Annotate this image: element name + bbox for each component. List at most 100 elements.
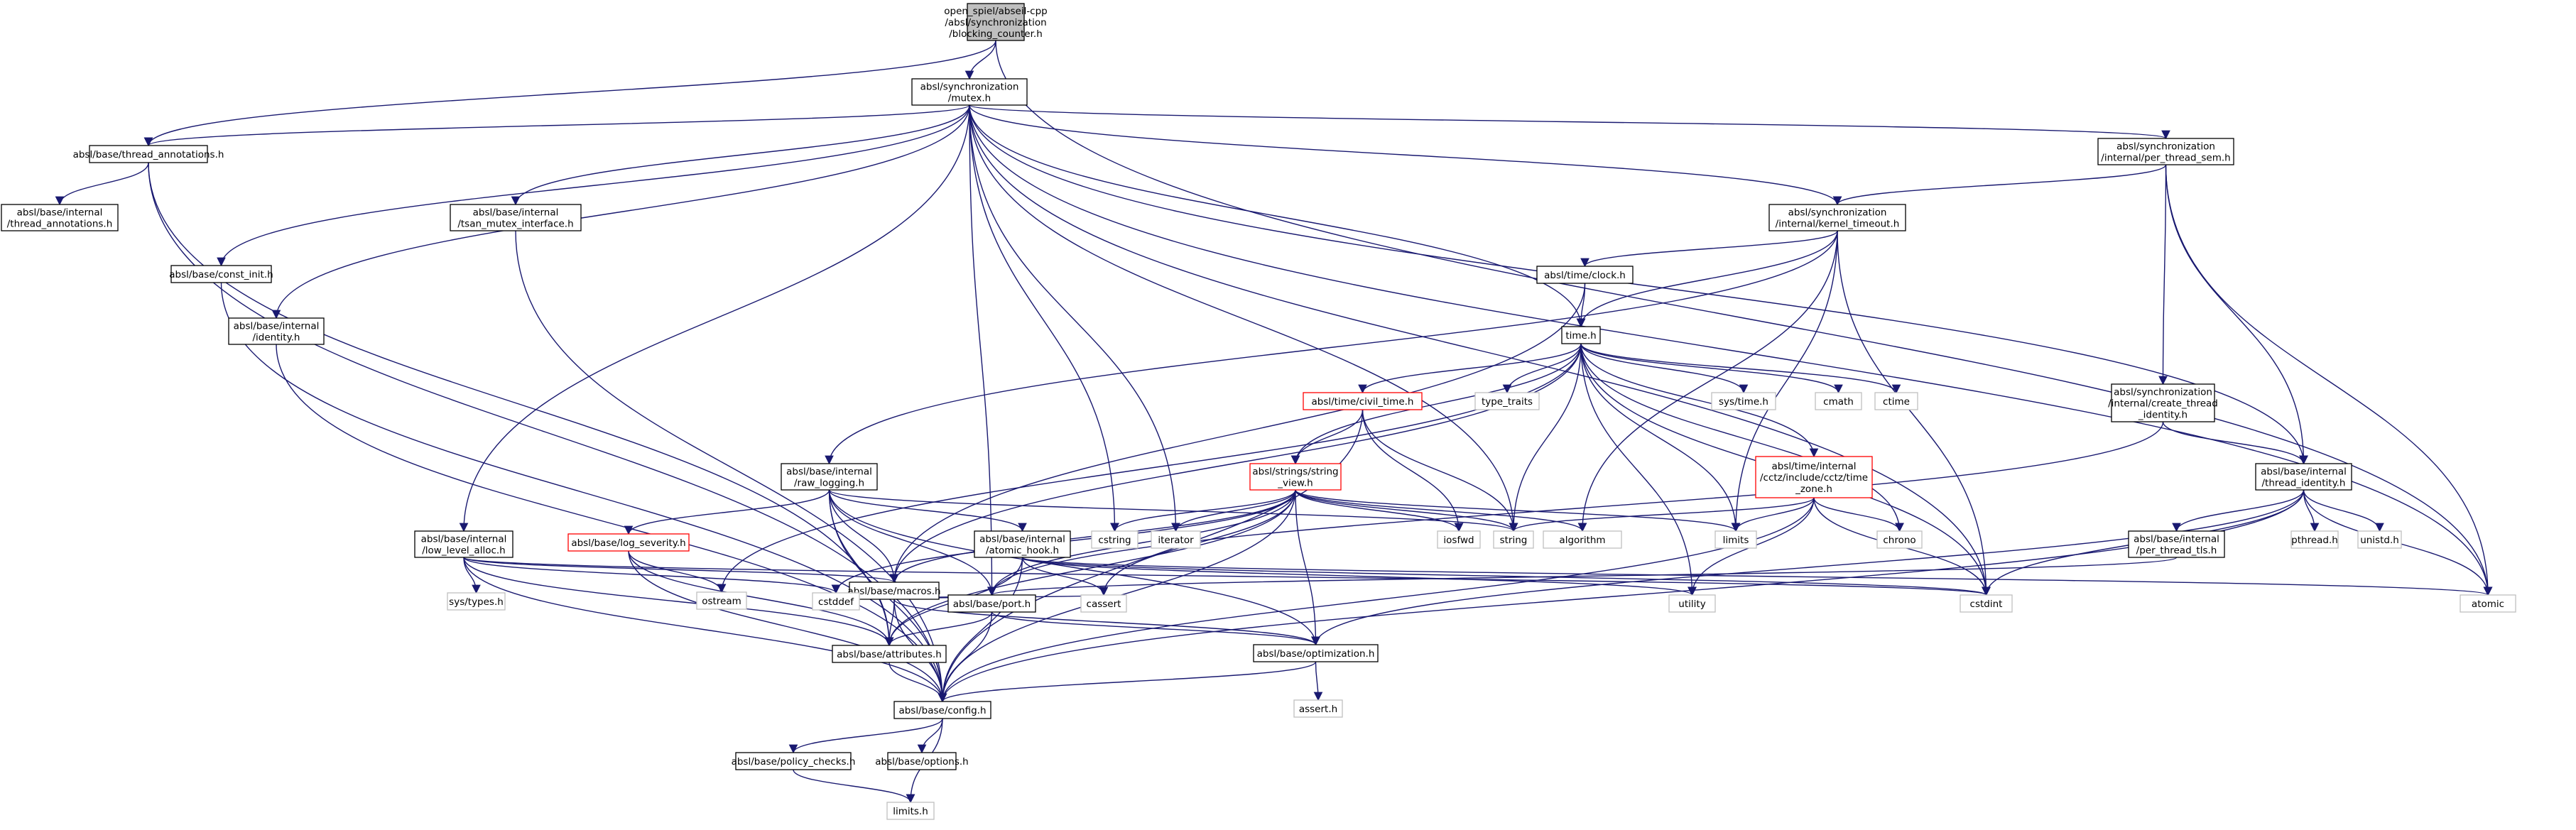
node-label: /atomic_hook.h <box>986 545 1059 557</box>
edge-kernel_timeout-to-time <box>1576 230 1838 328</box>
node-label: unistd.h <box>2360 535 2399 546</box>
node-identity[interactable]: absl/base/internal/identity.h <box>228 317 325 345</box>
edge-macros-to-optimization <box>893 599 1320 646</box>
node-label: limits.h <box>893 806 928 817</box>
node-time[interactable]: time.h <box>1561 326 1601 344</box>
node-civil_time[interactable]: absl/time/civil_time.h <box>1303 392 1423 410</box>
edge-low_level_alloc-to-macros <box>463 557 898 584</box>
node-string: string <box>1493 530 1534 549</box>
node-config[interactable]: absl/base/config.h <box>893 701 991 719</box>
node-limits_h: limits.h <box>886 802 935 820</box>
node-clock[interactable]: absl/time/clock.h <box>1536 266 1634 284</box>
node-box <box>1876 530 1923 549</box>
edge-string_view-to-port <box>987 489 1296 596</box>
node-box <box>967 3 1025 41</box>
node-raw_logging[interactable]: absl/base/internal/raw_logging.h <box>781 463 878 491</box>
node-kernel_timeout[interactable]: absl/synchronization/internal/kernel_tim… <box>1768 204 1906 231</box>
node-box <box>1561 326 1601 344</box>
edge-thread_identity-to-pthread <box>2303 489 2320 533</box>
node-box <box>2357 530 2402 549</box>
node-box <box>1815 392 1862 410</box>
node-label: absl/base/macros.h <box>847 586 940 597</box>
node-label: cassert <box>1087 599 1121 610</box>
node-pthread: pthread.h <box>2290 530 2339 549</box>
node-log_severity[interactable]: absl/base/log_severity.h <box>567 533 690 552</box>
node-policy_checks[interactable]: absl/base/policy_checks.h <box>732 752 856 770</box>
edge-atomic_hook-to-cstdint <box>1021 557 1991 596</box>
edge-time-to-sys_time <box>1580 343 1749 394</box>
node-label: absl/time/clock.h <box>1544 270 1626 281</box>
edge-mutex-to-tsan <box>511 104 970 206</box>
edge-thread_identity-to-per_thread_tls <box>2172 489 2305 533</box>
edge-low_level_alloc-to-cstdint <box>463 557 1990 596</box>
node-box <box>893 701 991 719</box>
edge-raw_logging-to-log_severity <box>624 489 830 535</box>
node-internal_thread_annotations[interactable]: absl/base/internal/thread_annotations.h <box>1 204 119 231</box>
edge-kernel_timeout-to-cstdint <box>1837 230 1991 596</box>
node-optimization[interactable]: absl/base/optimization.h <box>1253 644 1379 662</box>
edge-string_view-to-optimization <box>1295 489 1320 646</box>
node-root[interactable]: open_spiel/abseil-cpp/absl/synchronizati… <box>944 3 1048 41</box>
edge-string_view-to-algorithm <box>1295 489 1587 533</box>
node-label: absl/synchronization <box>2116 141 2215 153</box>
node-attributes[interactable]: absl/base/attributes.h <box>832 645 947 663</box>
node-label: assert.h <box>1299 704 1337 715</box>
node-label: /mutex.h <box>948 93 991 104</box>
node-label: absl/strings/string <box>1252 466 1338 478</box>
node-box <box>696 591 747 610</box>
node-box <box>1437 530 1481 549</box>
node-label: chrono <box>1883 535 1915 546</box>
node-per_thread_sem[interactable]: absl/synchronization/internal/per_thread… <box>2097 138 2234 165</box>
edge-create_thread_identity-to-port <box>987 421 2164 596</box>
node-const_init[interactable]: absl/base/const_init.h <box>169 265 273 283</box>
edge-thread_identity-to-unistd <box>2303 489 2384 533</box>
edge-per_thread_sem-to-kernel_timeout <box>1832 164 2167 206</box>
node-label: absl/base/internal <box>979 534 1065 545</box>
edge-mutex-to-const_init <box>217 104 970 267</box>
node-port[interactable]: absl/base/port.h <box>947 594 1036 613</box>
node-label: _zone.h <box>1795 484 1832 495</box>
node-options[interactable]: absl/base/options.h <box>875 752 969 770</box>
node-low_level_alloc[interactable]: absl/base/internal/low_level_alloc.h <box>414 530 513 558</box>
node-per_thread_tls[interactable]: absl/base/internal/per_thread_tls.h <box>2128 530 2225 558</box>
node-cassert: cassert <box>1080 594 1127 613</box>
node-box <box>832 645 947 663</box>
node-label: absl/time/internal <box>1771 461 1856 472</box>
node-box <box>1711 392 1776 410</box>
edge-string_view-to-string <box>1295 489 1518 533</box>
node-create_thread_identity[interactable]: absl/synchronization/internal/create_thr… <box>2108 383 2218 422</box>
node-string_view[interactable]: absl/strings/string_view.h <box>1249 463 1342 491</box>
node-box <box>1 204 119 231</box>
node-mutex[interactable]: absl/synchronization/mutex.h <box>911 78 1028 106</box>
node-box <box>1768 204 1906 231</box>
node-label: sys/time.h <box>1719 396 1768 408</box>
edge-kernel_timeout-to-limits <box>1731 230 1838 533</box>
node-tsan[interactable]: absl/base/internal/tsan_mutex_interface.… <box>450 204 582 231</box>
node-atomic_hook[interactable]: absl/base/internal/atomic_hook.h <box>974 530 1071 558</box>
node-label: /per_thread_tls.h <box>2136 545 2217 557</box>
node-thread_annotations[interactable]: absl/base/thread_annotations.h <box>73 145 224 163</box>
edge-clock-to-macros <box>889 283 1586 584</box>
edge-string_view-to-attributes <box>884 489 1296 647</box>
node-box <box>2290 530 2339 549</box>
node-time_zone[interactable]: absl/time/internal/cctz/include/cctz/tim… <box>1755 456 1873 498</box>
node-box <box>735 752 852 770</box>
node-layer: open_spiel/abseil-cpp/absl/synchronizati… <box>1 3 2516 820</box>
node-label: /low_level_alloc.h <box>422 545 506 557</box>
node-label: /raw_logging.h <box>794 478 864 489</box>
node-label: absl/base/const_init.h <box>169 269 273 280</box>
node-box <box>447 592 506 611</box>
node-thread_identity[interactable]: absl/base/internal/thread_identity.h <box>2255 463 2352 491</box>
edge-port-to-attributes <box>884 611 993 647</box>
edge-const_init-to-config <box>220 282 947 703</box>
edge-raw_logging-to-string <box>828 489 1518 533</box>
node-label: absl/base/internal <box>2261 466 2347 478</box>
node-type_traits: type_traits <box>1474 392 1540 410</box>
node-macros[interactable]: absl/base/macros.h <box>847 581 941 600</box>
node-box <box>228 317 325 345</box>
node-iterator: iterator <box>1151 530 1201 549</box>
edge-thread_identity-to-optimization <box>1311 489 2305 646</box>
node-label: /thread_identity.h <box>2262 478 2346 489</box>
node-label: absl/base/port.h <box>953 599 1031 610</box>
